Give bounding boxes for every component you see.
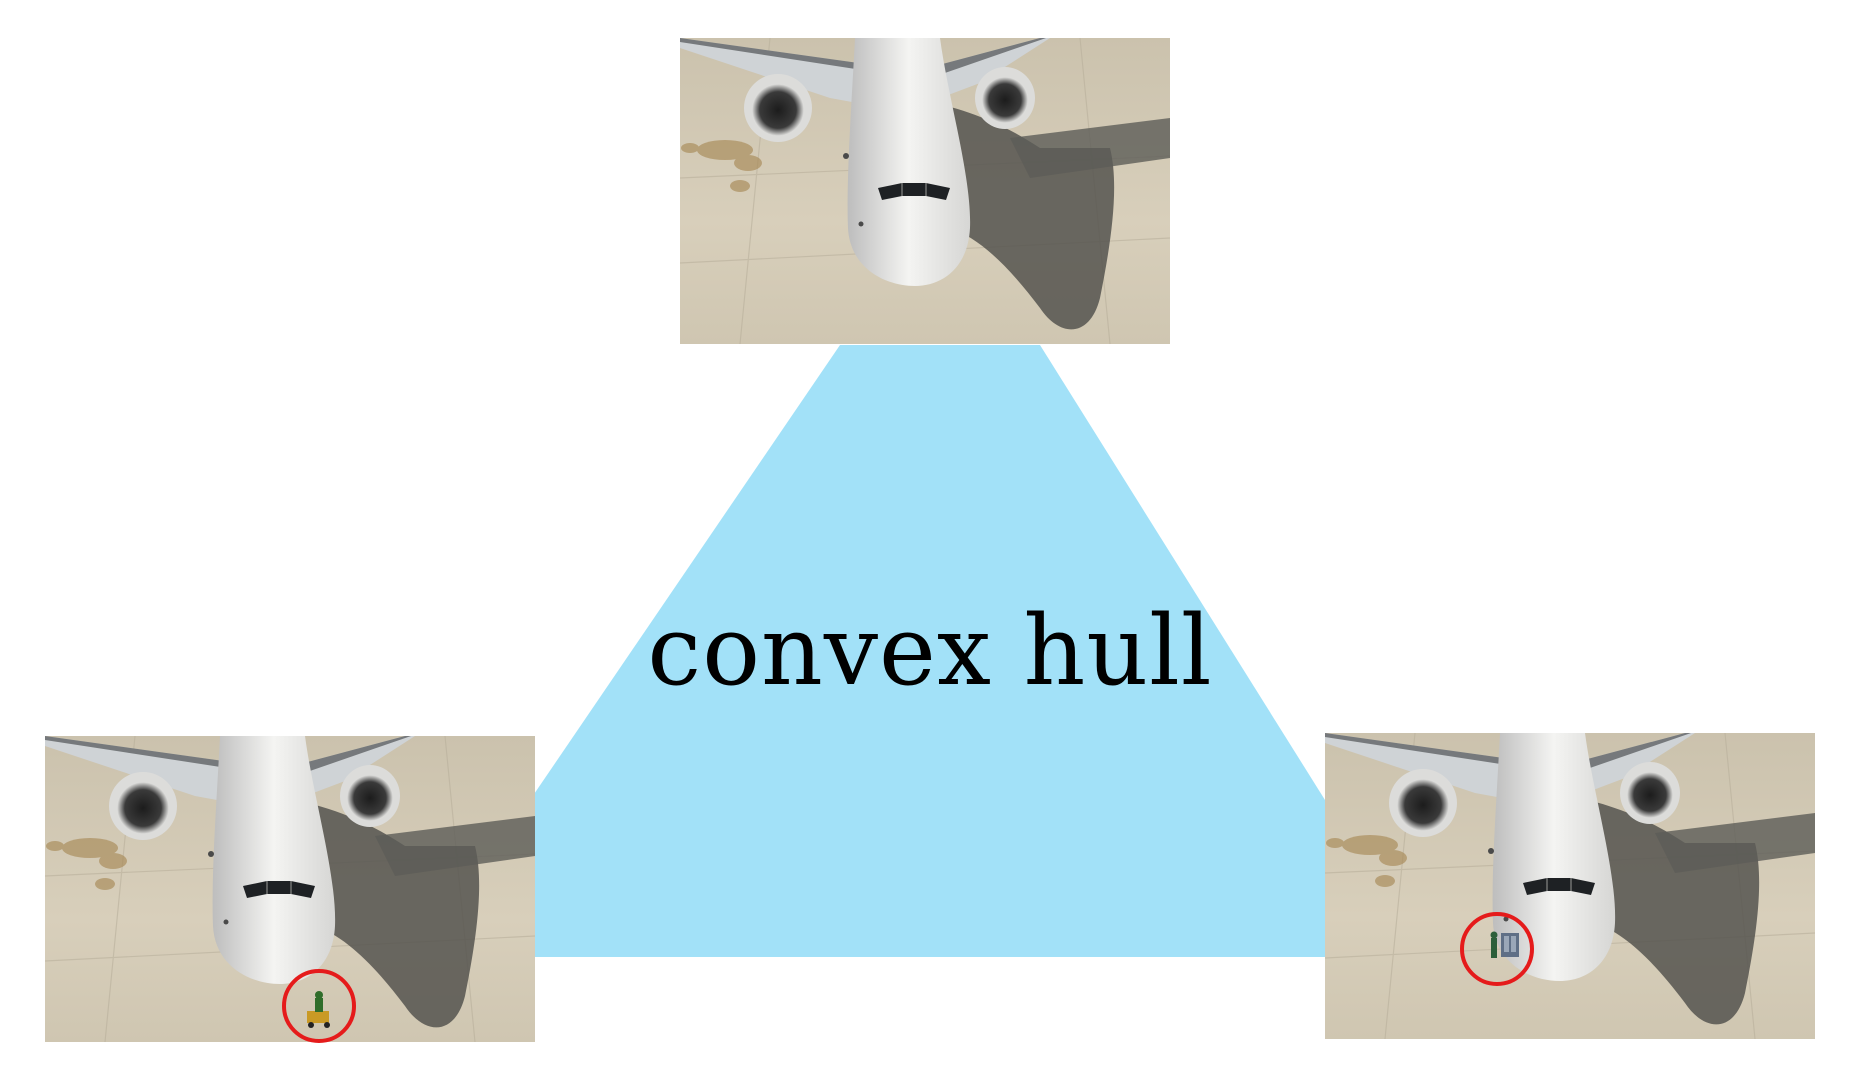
ground-vehicle-icon xyxy=(307,991,330,1028)
convex-hull-label: convex hull xyxy=(647,595,1213,707)
highlight-circle-right xyxy=(1460,912,1534,986)
image-left-airplane xyxy=(44,735,536,1043)
highlight-circle-left xyxy=(282,969,356,1043)
baggage-cart-icon xyxy=(1490,931,1519,958)
image-top-airplane xyxy=(679,37,1171,345)
image-right-airplane xyxy=(1324,732,1816,1040)
convex-hull-region xyxy=(530,345,1325,957)
